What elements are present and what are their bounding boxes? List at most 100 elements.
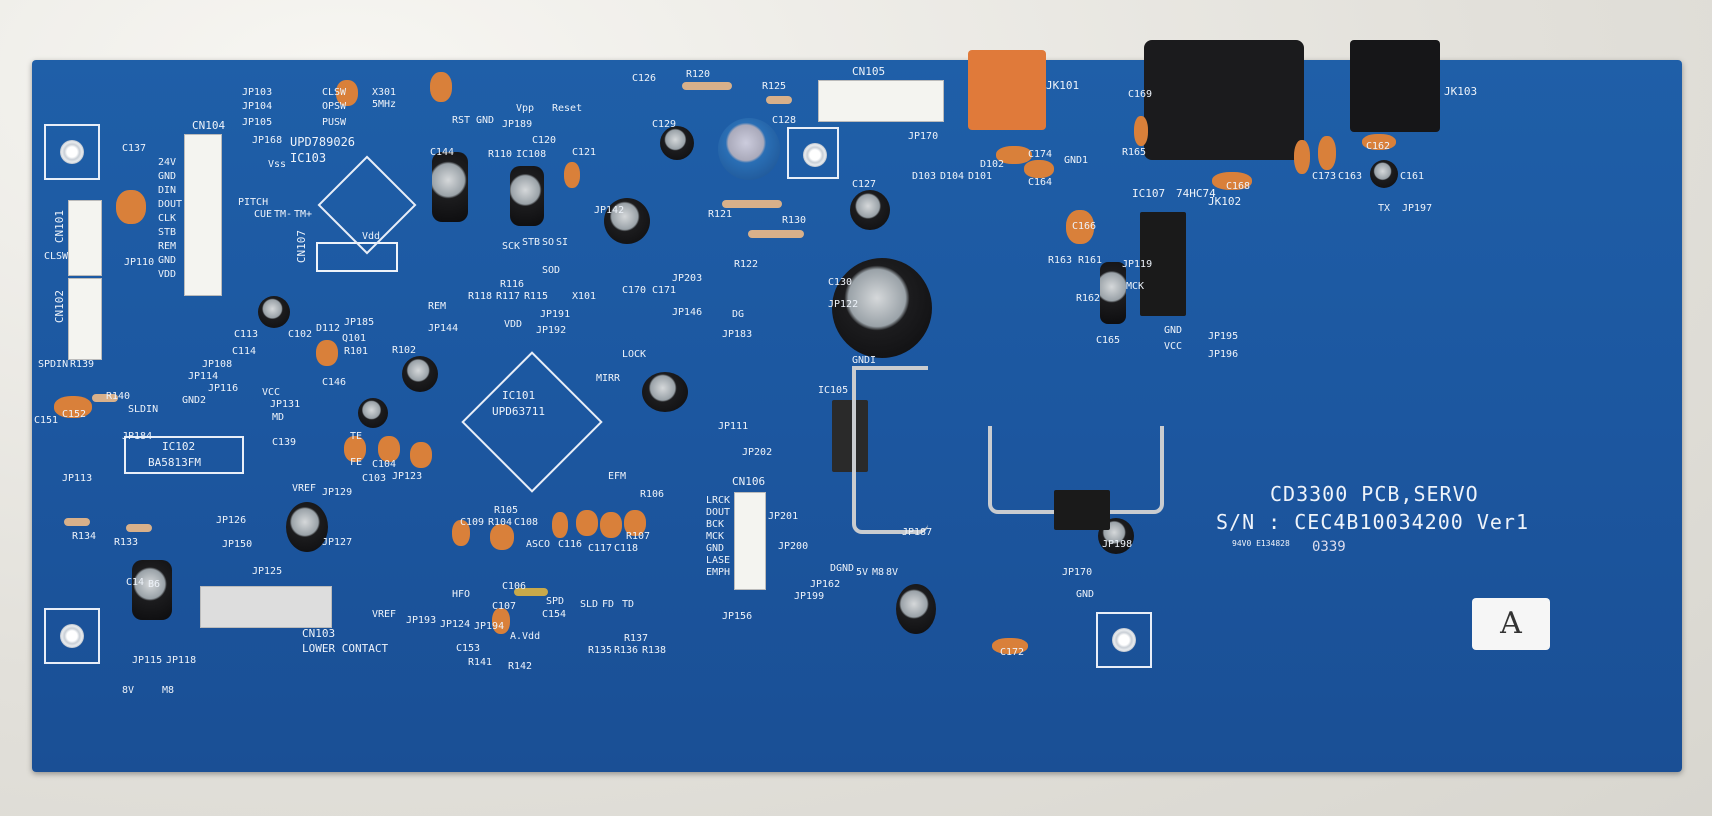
silkscreen-label: VREF	[372, 609, 397, 620]
silkscreen-label: REM	[158, 241, 177, 252]
silkscreen-label: R115	[524, 291, 549, 302]
silkscreen-label: C102	[288, 329, 313, 340]
cn105-label: CN105	[852, 65, 886, 78]
silkscreen-label: C139	[272, 437, 297, 448]
cn102-label: CN102	[53, 290, 66, 324]
silkscreen-label: R106	[640, 489, 665, 500]
ceramic-capacitor	[996, 146, 1032, 164]
silkscreen-label: DG	[732, 309, 745, 320]
silkscreen-label: VDD	[158, 269, 177, 280]
silkscreen-label: R110	[488, 149, 513, 160]
silkscreen-label: GND2	[182, 395, 207, 406]
silkscreen-label: C153	[456, 643, 481, 654]
connector-cn101	[68, 200, 102, 276]
resistor-r125	[766, 96, 792, 104]
silkscreen-label: C164	[1028, 177, 1053, 188]
silkscreen-label: DOUT	[158, 199, 183, 210]
connector-cn107	[316, 242, 398, 272]
silkscreen-label: R130	[782, 215, 807, 226]
silkscreen-label: CUE	[254, 209, 273, 220]
silkscreen-label: CLSW	[322, 87, 347, 98]
silkscreen-label: C151	[34, 415, 59, 426]
silkscreen-label: JP201	[768, 511, 799, 522]
capacitor-c127	[850, 190, 890, 230]
silkscreen-label: C130	[828, 277, 853, 288]
capacitor-c161	[1370, 160, 1398, 188]
ceramic-capacitor	[430, 72, 452, 102]
silkscreen-label: MD	[272, 412, 285, 423]
silkscreen-label: JP189	[502, 119, 533, 130]
connector-cn105	[818, 80, 944, 122]
capacitor-c128	[718, 118, 780, 180]
silkscreen-label: R142	[508, 661, 533, 672]
ceramic-capacitor	[1362, 134, 1396, 150]
capacitor-c14	[132, 560, 172, 620]
silkscreen-label: C170	[622, 285, 647, 296]
silkscreen-label: CLSW	[44, 251, 69, 262]
silkscreen-label: JP162	[810, 579, 841, 590]
silkscreen-label: STB	[522, 237, 541, 248]
silkscreen-label: BCK	[706, 519, 725, 530]
silkscreen-label: 8V	[886, 567, 899, 578]
silkscreen-label: R135	[588, 645, 613, 656]
silkscreen-label: C144	[430, 147, 455, 158]
silkscreen-label: JP142	[594, 205, 625, 216]
silkscreen-label: R104	[488, 517, 513, 528]
ceramic-capacitor	[552, 512, 568, 538]
silkscreen-label: A.Vdd	[510, 631, 541, 642]
silkscreen-label: C114	[232, 346, 257, 357]
silkscreen-label: C162	[1366, 141, 1391, 152]
capacitor-c130	[832, 258, 932, 358]
silkscreen-label: C113	[234, 329, 259, 340]
ic102-ref: IC102	[162, 440, 196, 453]
resistor-r134	[64, 518, 90, 526]
ceramic-capacitor	[992, 638, 1028, 654]
silkscreen-label: Q101	[342, 333, 367, 344]
silkscreen-label: R102	[392, 345, 417, 356]
capacitor	[896, 584, 936, 634]
silkscreen-label: JP202	[742, 447, 773, 458]
silkscreen-label: JP144	[428, 323, 459, 334]
silkscreen-label: C126	[632, 73, 657, 84]
ic107-part: 74HC74	[1176, 187, 1216, 200]
silkscreen-label: B6	[148, 579, 161, 590]
silkscreen-label: JP156	[722, 611, 753, 622]
silkscreen-label: C154	[542, 609, 567, 620]
silkscreen-label: JP111	[718, 421, 749, 432]
ic103-ref: IC103	[290, 151, 327, 165]
silkscreen-label: GND1	[1064, 155, 1089, 166]
silkscreen-label: C104	[372, 459, 397, 470]
cn103-label: CN103	[302, 627, 336, 640]
silkscreen-label: VCC	[262, 387, 281, 398]
connector-cn102	[68, 278, 102, 360]
silkscreen-label: JP119	[1122, 259, 1153, 270]
silkscreen-label: MCK	[706, 531, 725, 542]
pcb-board: CD3300 PCB,SERVO S/N : CEC4B10034200 Ver…	[32, 40, 1682, 772]
ic105-ref: IC105	[818, 385, 849, 396]
silkscreen-label: C117	[588, 543, 613, 554]
ic102-outline	[124, 436, 244, 474]
silkscreen-label: R163	[1048, 255, 1073, 266]
ceramic-capacitor	[490, 524, 514, 550]
silkscreen-label: R122	[734, 259, 759, 270]
ceramic-capacitor	[1066, 210, 1094, 244]
silkscreen-label: C107	[492, 601, 517, 612]
cn106-label: CN106	[732, 475, 766, 488]
silkscreen-label: JP122	[828, 299, 859, 310]
silkscreen-label: R125	[762, 81, 787, 92]
silkscreen-label: R107	[626, 531, 651, 542]
silkscreen-label: MCK	[1126, 281, 1145, 292]
capacitor	[642, 372, 688, 412]
silkscreen-label: C118	[614, 543, 639, 554]
ceramic-capacitor	[600, 512, 622, 538]
silkscreen-label: 5MHz	[372, 99, 397, 110]
silkscreen-label: JP192	[536, 325, 567, 336]
ic101-outline	[461, 351, 603, 493]
silkscreen-label: GND	[158, 171, 177, 182]
silkscreen-label: ASCO	[526, 539, 551, 550]
silkscreen-label: 8V	[122, 685, 135, 696]
silkscreen-label: R133	[114, 537, 139, 548]
ic107-chip	[1140, 212, 1186, 316]
silkscreen-label: Vss	[268, 159, 287, 170]
resistor-r133	[126, 524, 152, 532]
